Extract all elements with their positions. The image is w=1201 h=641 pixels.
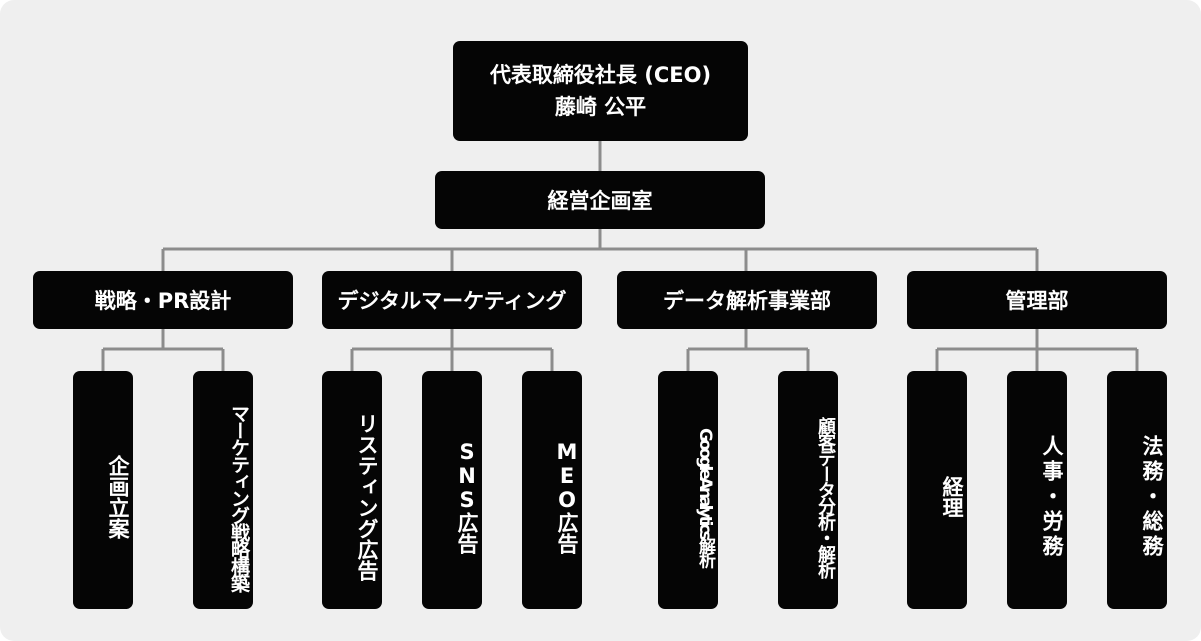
unit-node: SNS広告 <box>422 371 482 609</box>
unit-node: マーケティング戦略構築 <box>193 371 253 609</box>
unit-node: MEO広告 <box>522 371 582 609</box>
office-node: 経営企画室 <box>435 171 765 229</box>
unit-node: 法務・総務 <box>1107 371 1167 609</box>
department-node: デジタルマーケティング <box>322 271 582 329</box>
unit-node: 人事・労務 <box>1007 371 1067 609</box>
unit-node: リスティング広告 <box>322 371 382 609</box>
department-node: 管理部 <box>907 271 1167 329</box>
ceo-node: 代表取締役社長 (CEO) 藤崎 公平 <box>453 41 748 141</box>
unit-node: 企画立案 <box>73 371 133 609</box>
department-node: データ解析事業部 <box>617 271 877 329</box>
department-node: 戦略・PR設計 <box>33 271 293 329</box>
ceo-name: 藤崎 公平 <box>554 95 647 119</box>
ceo-title: 代表取締役社長 (CEO) <box>489 63 712 87</box>
unit-node: GoogleAnalytics解析 <box>658 371 718 609</box>
unit-node: 経理 <box>907 371 967 609</box>
unit-node: 顧客データ分析・解析 <box>778 371 838 609</box>
